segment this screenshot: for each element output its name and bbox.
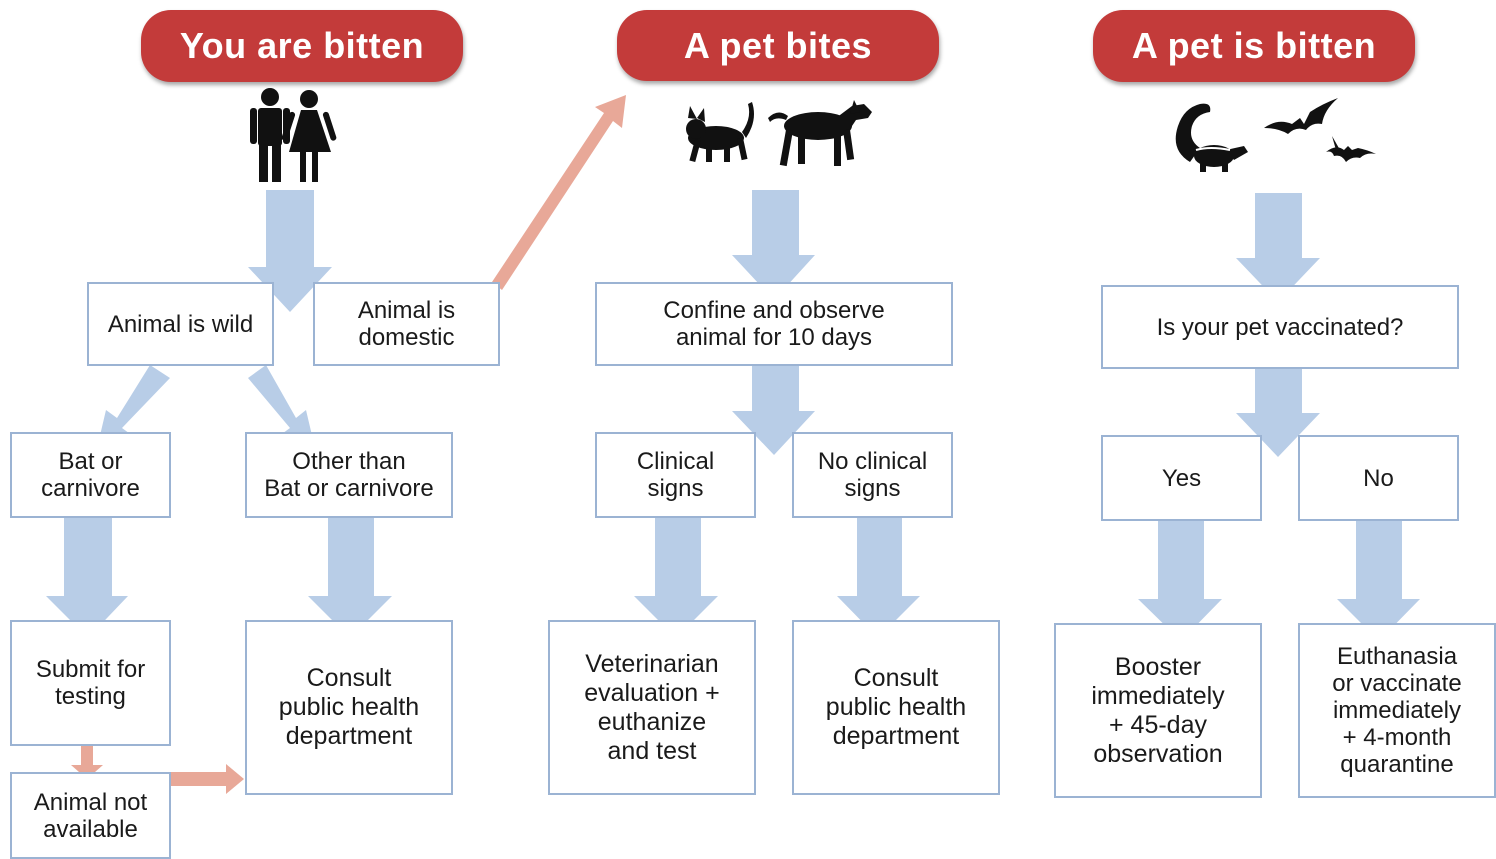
box-animal-wild: Animal is wild (87, 282, 274, 366)
box-animal-not-available: Animal not available (10, 772, 171, 859)
flow-arrow (732, 190, 815, 300)
box-animal-domestic: Animal is domestic (313, 282, 500, 366)
box-pet-vaccinated: Is your pet vaccinated? (1101, 285, 1459, 369)
box-euthanasia: Euthanasia or vaccinate immediately + 4-… (1298, 623, 1496, 798)
bat-icon (1264, 98, 1376, 162)
box-consult-health-2: Consult public health department (792, 620, 1000, 795)
box-no: No (1298, 435, 1459, 521)
box-consult-health-1: Consult public health department (245, 620, 453, 795)
flow-arrow (248, 190, 332, 312)
flow-arrow (98, 365, 170, 444)
flow-arrow (46, 518, 128, 638)
flow-arrow (248, 365, 314, 444)
alt-arrow (492, 95, 626, 290)
header-pet-bitten: A pet is bitten (1093, 10, 1415, 82)
box-confine-observe: Confine and observe animal for 10 days (595, 282, 953, 366)
flow-arrow (837, 518, 920, 638)
cat-icon (686, 102, 754, 163)
flow-arrow (1236, 193, 1320, 302)
flow-arrow (634, 518, 718, 638)
header-you-bitten: You are bitten (141, 10, 463, 82)
box-yes: Yes (1101, 435, 1262, 521)
flow-arrow (1236, 368, 1320, 457)
dog-icon (768, 100, 872, 167)
box-other-than-bat: Other than Bat or carnivore (245, 432, 453, 518)
box-vet-evaluation: Veterinarian evaluation + euthanize and … (548, 620, 756, 795)
alt-arrow (170, 764, 244, 794)
people-icon (250, 88, 337, 182)
box-booster: Booster immediately + 45-day observation (1054, 623, 1262, 798)
skunk-icon (1175, 103, 1248, 172)
header-pet-bites: A pet bites (617, 10, 939, 81)
flow-arrow (1337, 520, 1420, 641)
skunk-stripe (1195, 147, 1231, 151)
box-clinical-signs: Clinical signs (595, 432, 756, 518)
flow-arrow (1138, 520, 1222, 641)
box-no-clinical-signs: No clinical signs (792, 432, 953, 518)
flow-arrow (308, 518, 392, 638)
alt-arrow (71, 746, 103, 779)
box-submit-testing: Submit for testing (10, 620, 171, 746)
box-bat-carnivore: Bat or carnivore (10, 432, 171, 518)
